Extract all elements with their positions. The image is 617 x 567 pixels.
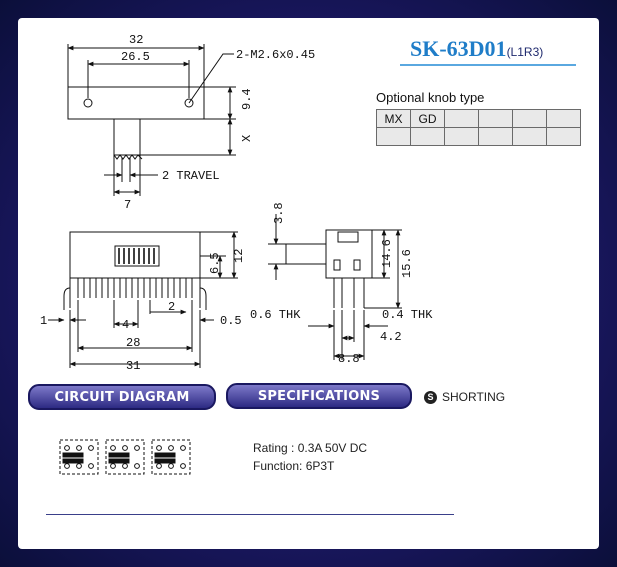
shorting-legend: S SHORTING [424, 390, 505, 404]
actuator-ribs [118, 248, 155, 264]
front-body [69, 231, 201, 279]
circuit-diagram-heading: CIRCUIT DIAGRAM [28, 384, 216, 410]
actuator-knurl [113, 154, 143, 160]
dim-label: 31 [126, 359, 140, 373]
circuit-diagram [59, 439, 191, 475]
dim-label: 4 [122, 318, 129, 332]
switch-pole-group-3 [151, 439, 191, 475]
front-actuator [114, 245, 160, 267]
dim-label: 1 [40, 314, 47, 328]
bottom-divider [46, 514, 454, 515]
dim-label: 14.6 [380, 239, 394, 268]
dim-label: 15.6 [400, 249, 414, 278]
part-variant: (L1R3) [506, 45, 544, 59]
front-view [48, 231, 238, 368]
top-view [67, 44, 236, 196]
specifications-heading: SPECIFICATIONS [226, 383, 412, 409]
datasheet-panel: SK-63D01(L1R3) Optional knob type MX GD [18, 18, 599, 549]
mechanical-drawing: 32 26.5 2-M2.6x0.45 9.4 X 2 TRAVEL 7 6.5… [40, 33, 433, 373]
knob-row-2 [376, 127, 581, 146]
dim-label: X [240, 135, 254, 142]
dim-label: 12 [232, 249, 246, 263]
dim-label: 8.8 [338, 352, 360, 366]
side-cap [337, 231, 359, 243]
actuator-stem [113, 118, 141, 156]
dim-label: 7 [124, 198, 131, 212]
dim-label: 3.8 [272, 202, 286, 224]
dim-label: 9.4 [240, 88, 254, 110]
mount-hole-left [83, 98, 93, 108]
dim-label: 2 TRAVEL [162, 169, 220, 183]
dim-label: 0.6 THK [250, 308, 301, 322]
switch-pole-group-2 [105, 439, 145, 475]
shorting-label: SHORTING [442, 390, 506, 404]
dim-label: 0.4 THK [382, 308, 433, 322]
shorting-icon: S [424, 390, 437, 404]
terminal-pins [77, 278, 193, 298]
function-text: Function: 6P3T [253, 459, 335, 473]
side-view [268, 214, 402, 360]
mount-hole-right [184, 98, 194, 108]
dim-label: 0.5 [220, 314, 242, 328]
knob-cell [546, 127, 581, 146]
knob-type-table: MX GD [376, 109, 581, 146]
rating-text: Rating : 0.3A 50V DC [253, 441, 368, 455]
side-actuator [285, 243, 327, 265]
part-title: SK-63D01(L1R3) [410, 36, 543, 62]
side-body [325, 229, 373, 279]
dim-label: 2-M2.6x0.45 [236, 48, 315, 62]
dim-label: 32 [129, 33, 143, 47]
part-number: SK-63D01 [410, 36, 507, 61]
switch-pole-group-1 [59, 439, 99, 475]
knob-type-label: Optional knob type [376, 90, 485, 105]
dim-label: 4.2 [380, 330, 402, 344]
dim-label: 6.5 [208, 252, 222, 274]
dim-label: 28 [126, 336, 140, 350]
title-underline [400, 64, 576, 66]
dim-label: 2 [168, 300, 175, 314]
dim-label: 26.5 [121, 50, 150, 64]
